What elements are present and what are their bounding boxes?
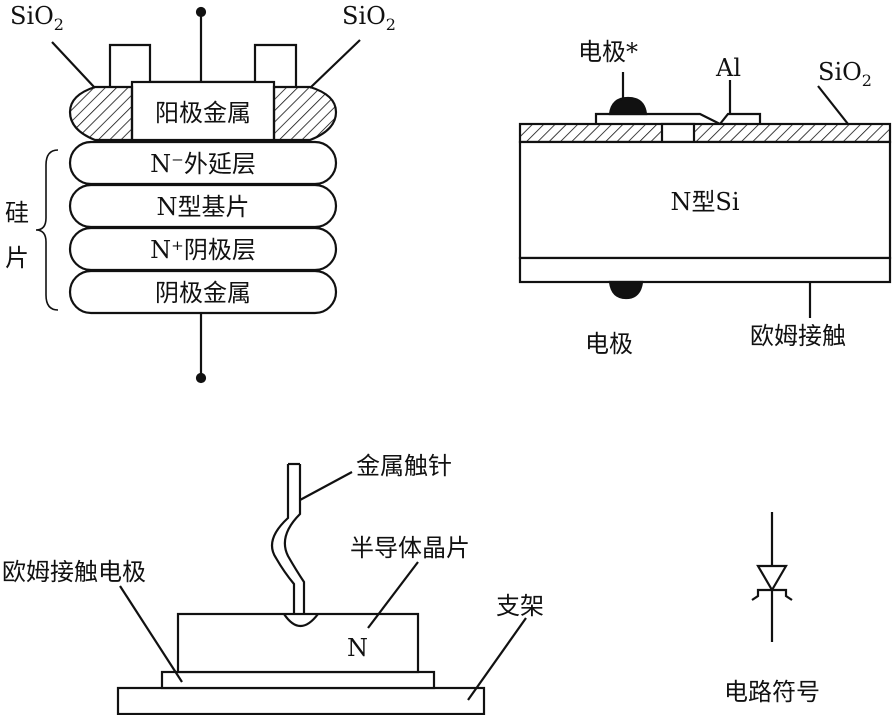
semiconductor-chip xyxy=(176,612,420,674)
anode-terminal-dot xyxy=(195,6,207,18)
n-si-label: N型Si xyxy=(670,188,739,216)
electrode-top-blob xyxy=(608,96,648,116)
layer-n-plus-cathode-label: N⁺阴极层 xyxy=(150,236,256,264)
sio2-right-label: SiO2 xyxy=(342,2,396,34)
silicon-brace xyxy=(35,149,59,311)
metal-probe-right xyxy=(283,464,306,614)
support-base xyxy=(116,686,486,715)
figure-a xyxy=(35,6,361,384)
sio2-label: SiO2 xyxy=(818,58,872,90)
metal-probe-leader xyxy=(299,471,353,501)
anode-metal xyxy=(130,80,276,142)
al-label: Al xyxy=(715,54,741,82)
n-si-body xyxy=(518,140,892,260)
layer-cathode-metal xyxy=(68,269,338,315)
ohmic-contact-label: 欧姆接触 xyxy=(750,322,846,350)
ohmic-electrode-leader xyxy=(119,585,183,683)
ohmic-contact-layer xyxy=(518,256,892,284)
figure-c xyxy=(116,462,527,715)
figure-b-labels: 电极* Al SiO2 N型Si 电极 欧姆接触 xyxy=(578,38,872,358)
support-leader xyxy=(467,617,527,701)
contact-region xyxy=(283,613,319,628)
electrode-top-label: 电极* xyxy=(578,38,638,66)
sio2-left-leader xyxy=(51,41,96,89)
sio2-right-region xyxy=(272,85,338,142)
oxide-window xyxy=(660,122,696,144)
symbol-bar xyxy=(751,588,793,601)
cathode-terminal-dot xyxy=(195,372,207,384)
chip-label: 半导体晶片 xyxy=(350,534,470,562)
layer-n-substrate-label: N型基片 xyxy=(157,193,250,221)
sio2-left-label: SiO2 xyxy=(10,2,64,34)
silicon-label-bottom: 片 xyxy=(5,244,29,272)
electrode-bottom-label: 电极 xyxy=(585,330,633,358)
symbol-caption: 电路符号 xyxy=(724,678,820,706)
al-metal xyxy=(594,112,762,125)
symbol-triangle xyxy=(756,564,788,593)
anode-metal-label: 阳极金属 xyxy=(155,99,251,127)
chip-leader xyxy=(367,561,419,629)
sio2-left-region xyxy=(68,85,134,142)
ohmic-electrode-label: 欧姆接触电极 xyxy=(2,558,146,586)
figure-a-labels: SiO2 SiO2 阳极金属 N⁻外延层 N型基片 N⁺阴极层 阴极金属 硅 片 xyxy=(5,2,396,307)
sio2-leader xyxy=(817,85,849,125)
ohmic-contact-electrode xyxy=(160,670,436,690)
figure-c-labels: 金属触针 半导体晶片 欧姆接触电极 支架 N xyxy=(2,452,544,662)
layer-cathode-metal-label: 阴极金属 xyxy=(155,279,251,307)
support-label: 支架 xyxy=(496,592,544,620)
layer-n-epi-label: N⁻外延层 xyxy=(150,150,256,178)
sio2-layer xyxy=(518,122,892,144)
diode-circuit-symbol xyxy=(751,512,793,642)
figure-b xyxy=(518,72,892,318)
silicon-label-top: 硅 xyxy=(5,199,29,227)
n-region-label: N xyxy=(347,634,368,662)
metal-probe-left xyxy=(270,464,296,614)
metal-probe-label: 金属触针 xyxy=(356,452,452,480)
anode-metal-crown xyxy=(108,43,298,87)
sio2-right-leader xyxy=(309,39,361,89)
electrode-bottom-blob xyxy=(608,280,644,300)
